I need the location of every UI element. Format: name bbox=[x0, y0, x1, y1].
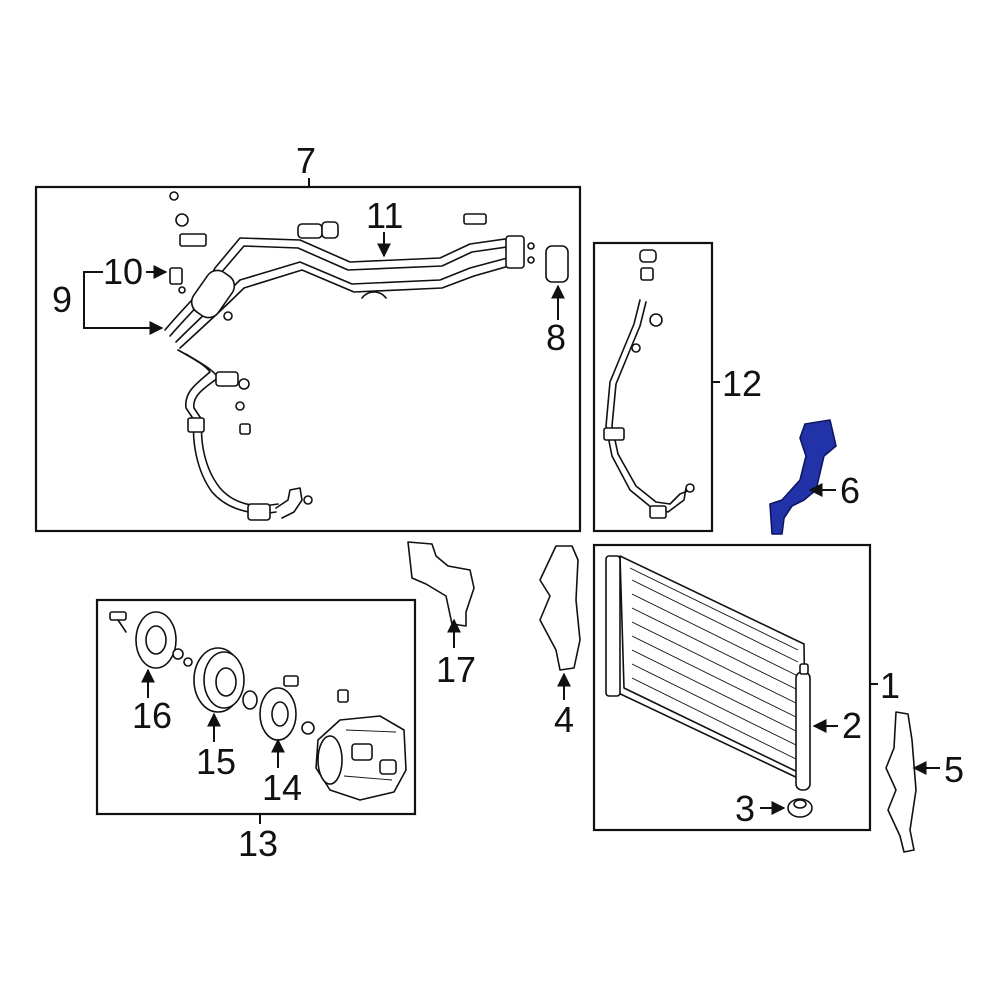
compressor-group: 13 16 15 14 bbox=[95, 598, 417, 864]
callout-12: 12 bbox=[722, 363, 762, 404]
callout-5: 5 bbox=[944, 749, 964, 790]
leader-9-bracket bbox=[83, 271, 156, 329]
callout-9: 9 bbox=[52, 279, 72, 320]
mount-insulator-3 bbox=[787, 798, 813, 818]
bracket-6-shape bbox=[769, 419, 837, 535]
group-12-frame bbox=[592, 241, 714, 533]
condenser-group: 1 2 3 bbox=[592, 543, 900, 832]
group-1-frame bbox=[592, 543, 872, 832]
clutch-pulley bbox=[193, 647, 258, 713]
mounting-bracket-highlighted: 6 bbox=[769, 419, 860, 535]
callout-11: 11 bbox=[366, 195, 403, 236]
liquid-line-group: 12 bbox=[592, 241, 762, 533]
callout-2: 2 bbox=[842, 705, 862, 746]
ac-pipe-assembly bbox=[164, 191, 535, 521]
callout-17: 17 bbox=[436, 649, 476, 690]
air-guard-5-shape bbox=[885, 711, 917, 853]
air-guard-4: 4 bbox=[539, 545, 581, 740]
callout-13: 13 bbox=[238, 823, 278, 864]
field-coil bbox=[259, 675, 315, 741]
callout-15: 15 bbox=[196, 741, 236, 782]
compressor-body bbox=[315, 689, 407, 801]
group-13-frame bbox=[95, 598, 417, 816]
receiver-tank-2 bbox=[795, 663, 811, 791]
pressure-switch bbox=[169, 267, 183, 285]
receiver-drier-cap bbox=[545, 245, 569, 283]
callout-3: 3 bbox=[735, 788, 755, 829]
bracket-17-shape bbox=[407, 541, 475, 627]
condenser-core bbox=[605, 555, 807, 781]
callout-10: 10 bbox=[103, 251, 143, 292]
callout-8: 8 bbox=[546, 317, 566, 358]
liquid-line-pipe bbox=[603, 249, 695, 519]
air-guard-4-shape bbox=[539, 545, 581, 671]
callout-14: 14 bbox=[262, 767, 302, 808]
callout-16: 16 bbox=[132, 695, 172, 736]
bracket-17: 17 bbox=[407, 541, 476, 690]
callout-7: 7 bbox=[296, 140, 316, 181]
air-guard-5: 5 bbox=[885, 711, 964, 853]
clutch-hub bbox=[109, 611, 193, 669]
hose-assembly-group: 7 bbox=[34, 140, 582, 533]
callout-6: 6 bbox=[840, 470, 860, 511]
callout-1: 1 bbox=[880, 665, 900, 706]
callout-4: 4 bbox=[554, 699, 574, 740]
